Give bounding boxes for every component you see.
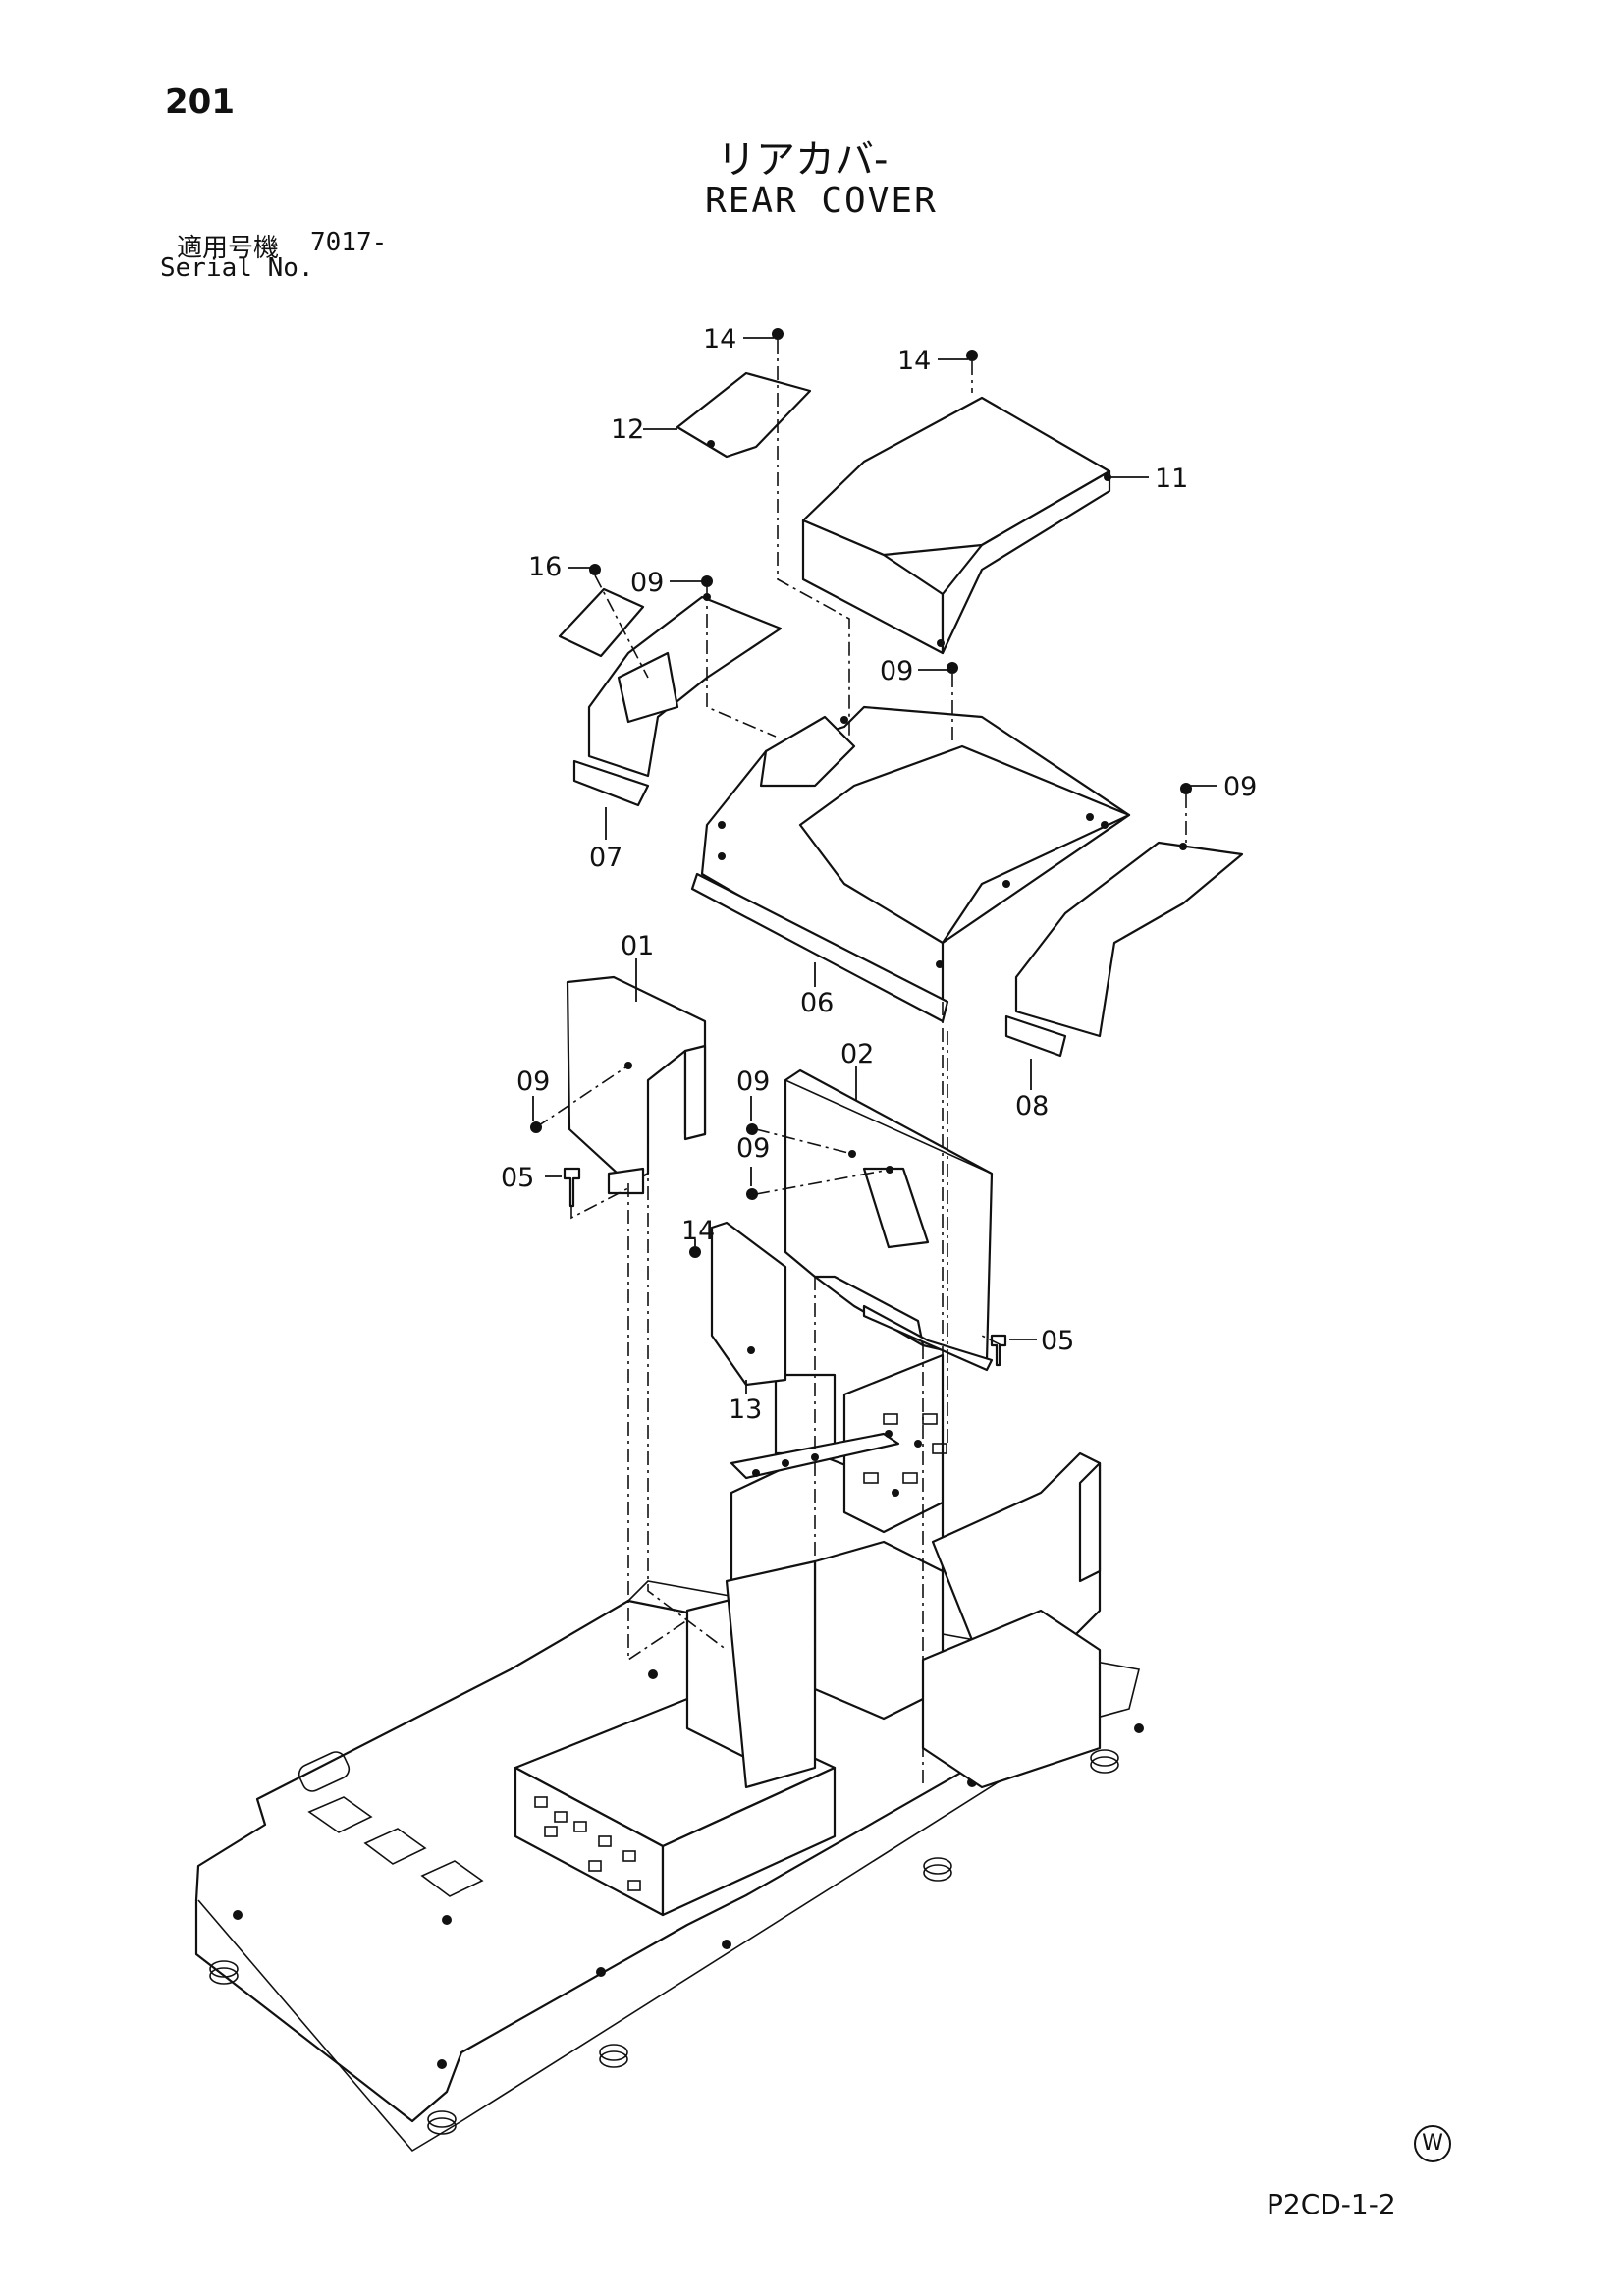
callout-02: 02 [840,1039,874,1069]
part-11-top-cover [801,396,1111,655]
callout-labels: 14 14 12 11 16 09 09 09 07 06 08 01 02 0… [501,324,1257,1425]
callout-16: 16 [528,552,562,582]
page-title: REAR COVER [705,181,938,221]
part-07-left-duct [572,593,783,807]
cab-frame [685,1353,1102,1789]
callout-09-c: 09 [1223,772,1257,802]
callout-13: 13 [729,1394,762,1425]
page-number: 201 [165,82,235,122]
part-08-right-duct [1004,841,1244,1058]
fasteners [530,328,1192,1367]
part-13-inspection-plate [689,1221,787,1387]
part-02-right-panel [784,1068,994,1372]
serial-label: Serial No. [160,253,314,283]
w-circle-mark: W [1414,2125,1451,2162]
part-06-main-cover [690,705,1131,1023]
controller-box [514,1697,837,1917]
callout-09-d: 09 [516,1066,550,1097]
callout-09-b: 09 [880,656,913,686]
callout-05-b: 05 [1041,1326,1074,1356]
callout-11: 11 [1155,464,1188,494]
part-16-small-panel [558,587,645,658]
callout-09-e: 09 [736,1066,770,1097]
part-01-left-panel [566,975,707,1195]
callout-09-a: 09 [630,568,664,598]
callout-14-a: 14 [703,324,736,355]
callout-06: 06 [800,988,834,1018]
leader-lines [532,337,1217,1394]
callout-05-a: 05 [501,1163,534,1193]
callout-14-b: 14 [897,346,931,376]
callout-14-c: 14 [681,1216,715,1246]
part-12-small-plate [676,371,812,459]
assembly-lines [535,340,1187,1787]
serial-number-value: 7017- [310,228,388,257]
callout-07: 07 [589,843,622,873]
callout-08: 08 [1015,1091,1049,1121]
callout-09-f: 09 [736,1133,770,1164]
serial-label-japanese: 適用号機 [177,234,280,263]
callout-01: 01 [621,931,654,961]
callout-12: 12 [611,414,644,445]
drawing-code: P2CD-1-2 [1267,2188,1396,2220]
page-title-japanese: リアカバ- [717,137,889,183]
